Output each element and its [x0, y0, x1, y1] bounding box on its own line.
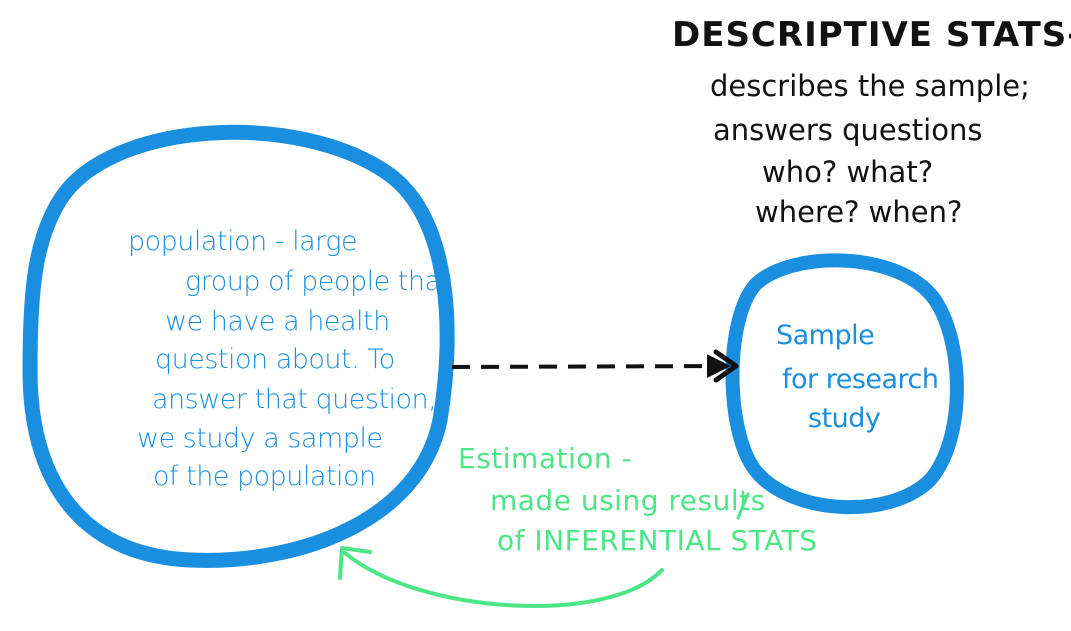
population-circle: [22, 124, 455, 568]
descriptive-line: describes the sample;: [710, 69, 1030, 103]
sample-circle: [725, 253, 964, 515]
estimation-line: made using results: [490, 484, 766, 517]
population-line: question about. To: [155, 344, 395, 375]
dashed-arrow-head: [713, 349, 739, 383]
estimation-line: of INFERENTIAL STATS: [497, 524, 818, 557]
sample-line: study: [808, 403, 881, 434]
estimation-arrow-head: [338, 546, 372, 580]
population-line: group of people that: [185, 266, 451, 297]
descriptive-line: where? when?: [755, 195, 963, 229]
descriptive-line: who? what?: [762, 155, 934, 189]
sample-line: for research: [782, 364, 939, 395]
descriptive-line: answers questions: [713, 113, 983, 147]
population-line: of the population: [153, 461, 376, 492]
population-line: population - large: [128, 226, 358, 257]
estimation-line: Estimation -: [458, 442, 633, 475]
estimation-slash: [736, 492, 750, 520]
dashed-arrow: [451, 354, 731, 379]
descriptive-title: DESCRIPTIVE STATS-: [672, 15, 1071, 55]
population-line: we have a health: [165, 306, 390, 337]
sample-line: Sample: [776, 320, 875, 351]
estimation-arrow: [343, 551, 664, 608]
population-line: we study a sample: [137, 423, 383, 454]
population-line: answer that question,: [152, 384, 437, 415]
